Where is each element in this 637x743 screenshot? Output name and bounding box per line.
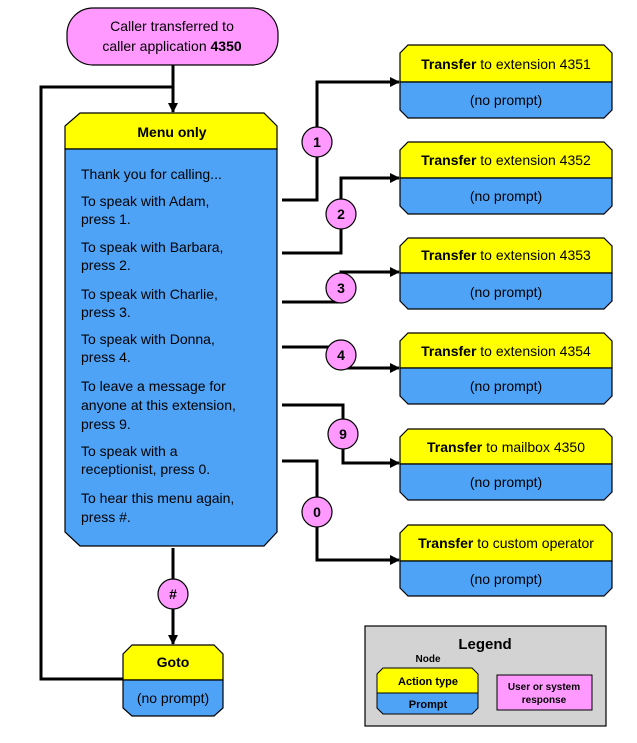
transfer-node-custom-operator: Transfer to custom operator (no prompt): [399, 524, 613, 597]
svg-text:#: #: [169, 586, 177, 602]
key-3-response: 3: [325, 272, 357, 304]
transfer-action-label: Transfer to mailbox 4350: [427, 439, 585, 455]
prompt-line: To leave a message for: [81, 378, 226, 394]
prompt-line: press 9.: [81, 416, 131, 432]
svg-text:9: 9: [339, 426, 347, 442]
transfer-prompt-label: (no prompt): [470, 378, 542, 394]
legend-response-line-2: response: [522, 695, 567, 706]
goto-node: Goto (no prompt): [122, 644, 224, 717]
goto-action-label: Goto: [157, 654, 190, 670]
menu-action-label: Menu only: [137, 124, 206, 140]
key-0-response: 0: [301, 496, 333, 528]
transfer-prompt-label: (no prompt): [470, 474, 542, 490]
prompt-line: To hear this menu again,: [81, 490, 234, 506]
legend-response-line-1: User or system: [508, 682, 580, 693]
transfer-prompt-label: (no prompt): [470, 571, 542, 587]
transfer-action-label: Transfer to extension 4352: [421, 152, 591, 168]
key-2-response: 2: [325, 198, 357, 230]
transfer-action-label: Transfer to extension 4354: [421, 343, 591, 359]
goto-prompt-label: (no prompt): [137, 690, 209, 706]
menu-node: Menu only Thank you for calling... To sp…: [64, 112, 278, 547]
transfer-node-4353: Transfer to extension 4353 (no prompt): [399, 237, 613, 310]
key-hash-response: #: [157, 578, 189, 610]
transfer-prompt-label: (no prompt): [470, 92, 542, 108]
transfer-node-4352: Transfer to extension 4352 (no prompt): [399, 141, 613, 215]
key-4-response: 4: [325, 339, 357, 371]
svg-text:2: 2: [337, 206, 345, 222]
legend-response-sample: User or system response: [496, 674, 593, 711]
start-line-2: caller application 4350: [102, 38, 242, 54]
key-9-response: 9: [327, 418, 359, 450]
legend-prompt-label: Prompt: [409, 699, 448, 711]
prompt-line: To speak with Donna,: [81, 331, 215, 347]
prompt-line: To speak with Adam,: [81, 193, 209, 209]
prompt-line: press #.: [81, 509, 131, 525]
prompt-line: To speak with Barbara,: [81, 239, 223, 255]
transfer-node-4351: Transfer to extension 4351 (no prompt): [399, 44, 613, 119]
prompt-line: press 2.: [81, 257, 131, 273]
key-1-response: 1: [301, 126, 333, 158]
transfer-node-mailbox-4350: Transfer to mailbox 4350 (no prompt): [399, 428, 613, 501]
transfer-prompt-label: (no prompt): [470, 284, 542, 300]
prompt-line: press 3.: [81, 304, 131, 320]
transfer-action-label: Transfer to extension 4351: [421, 56, 591, 72]
prompt-line: press 1.: [81, 211, 131, 227]
start-line-1: Caller transferred to: [110, 18, 234, 34]
svg-text:3: 3: [337, 280, 345, 296]
legend-action-label: Action type: [398, 676, 458, 688]
svg-text:1: 1: [313, 134, 321, 150]
prompt-line: anyone at this extension,: [81, 397, 236, 413]
prompt-line: To speak with Charlie,: [81, 286, 218, 302]
prompt-line: To speak with a: [81, 443, 178, 459]
prompt-line: press 4.: [81, 349, 131, 365]
svg-text:4: 4: [337, 347, 345, 363]
transfer-node-4354: Transfer to extension 4354 (no prompt): [399, 332, 613, 405]
transfer-action-label: Transfer to custom operator: [418, 535, 594, 551]
transfer-prompt-label: (no prompt): [470, 188, 542, 204]
transfer-action-label: Transfer to extension 4353: [421, 247, 591, 263]
prompt-line: receptionist, press 0.: [81, 461, 210, 477]
menu-prompt: Thank you for calling... To speak with A…: [81, 166, 236, 525]
legend-node-label: Node: [416, 654, 441, 665]
legend-title: Legend: [458, 636, 511, 653]
legend-node-sample: Action type Prompt: [376, 667, 479, 715]
svg-text:0: 0: [313, 504, 321, 520]
start-node: Caller transferred to caller application…: [66, 7, 279, 66]
prompt-line: Thank you for calling...: [81, 166, 222, 182]
legend: Legend Node Action type Prompt User or s…: [364, 625, 607, 727]
